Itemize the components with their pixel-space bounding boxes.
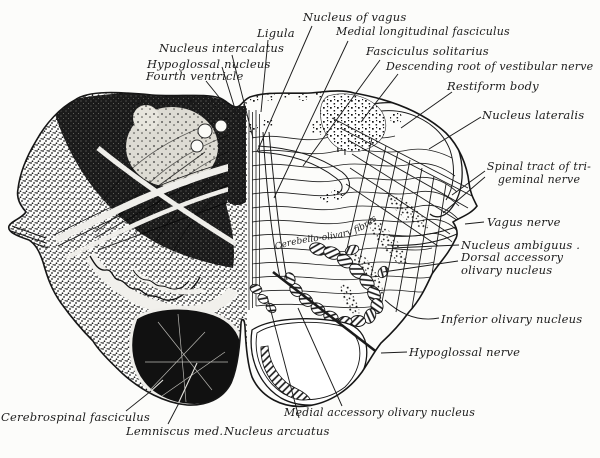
leader-descending-root bbox=[360, 73, 399, 123]
label-lemniscus-med: Lemniscus med. bbox=[126, 424, 224, 438]
leader-trigeminal-b bbox=[442, 176, 486, 214]
label-spinal-tract-trigeminal: Spinal tract of tri- geminal nerve bbox=[486, 160, 592, 186]
label-restiform-body: Restiform body bbox=[447, 79, 539, 93]
label-hypoglossal-nerve: Hypoglossal nerve bbox=[409, 345, 521, 359]
label-nucleus-intercalatus: Nucleus intercalatus bbox=[159, 41, 285, 55]
label-fourth-ventricle: Fourth ventricle bbox=[146, 69, 244, 83]
leader-hypoglossal-nucleus bbox=[221, 66, 242, 129]
leader-lateralis bbox=[428, 116, 482, 150]
stipple-tuft bbox=[390, 112, 402, 124]
label-descending-root-vestibular: Descending root of vestibular nerve bbox=[386, 60, 594, 73]
label-medial-accessory-olivary: Medial accessory olivary nucleus bbox=[284, 406, 476, 419]
cerebello-olivary-fibres-text: Cerebello-olivary fibres bbox=[274, 214, 380, 253]
vagus-rootlets bbox=[387, 225, 460, 246]
leader-mlf bbox=[273, 40, 349, 199]
leader-vagus-nerve bbox=[464, 221, 485, 225]
label-medial-longitudinal-fasciculus: Medial longitudinal fasciculus bbox=[336, 25, 510, 38]
leader-lines bbox=[125, 25, 486, 425]
arcuate-nucleus-crescent bbox=[260, 345, 311, 401]
mottle-patch bbox=[133, 105, 159, 131]
hypoglossal-rootlets bbox=[262, 131, 379, 355]
hook-fiber-band bbox=[257, 145, 350, 197]
label-fasciculus-solitarius: Fasciculus solitarius bbox=[366, 44, 489, 58]
label-nucleus-ambiguus: Nucleus ambiguus . bbox=[461, 238, 581, 252]
pyramid-left-hairlines bbox=[145, 313, 228, 403]
stipple-tuft bbox=[331, 188, 343, 200]
leader-dorsal-accessory bbox=[382, 260, 459, 273]
label-nucleus-lateralis: Nucleus lateralis bbox=[482, 108, 585, 122]
leader-arcuatus bbox=[266, 295, 300, 419]
leader-hypoglossal-nerve bbox=[380, 351, 408, 354]
leader-intercalatus bbox=[231, 54, 254, 139]
accessory-olivary-blobs bbox=[249, 244, 389, 314]
leader-lemniscus bbox=[167, 402, 180, 425]
leader-restiform bbox=[400, 91, 453, 129]
leader-solitarius bbox=[302, 59, 381, 167]
label-hypoglossal-nucleus: Hypoglossal nucleus bbox=[147, 57, 271, 71]
leader-fourth-ventricle bbox=[205, 80, 224, 103]
label-nucleus-of-vagus: Nucleus of vagus bbox=[303, 10, 407, 24]
hypoglossal-nucleus-column-left bbox=[228, 106, 246, 205]
label-vagus-nerve: Vagus nerve bbox=[487, 215, 561, 229]
left-half-stained bbox=[8, 90, 248, 407]
pyramid-right-inner-line bbox=[255, 321, 361, 400]
stipple-tuft bbox=[311, 121, 325, 135]
outer-contour bbox=[7, 90, 478, 408]
pale-cell-blobs bbox=[190, 119, 228, 153]
leader-nucleus-of-vagus bbox=[256, 25, 313, 153]
leader-ambiguus bbox=[391, 244, 460, 249]
label-dorsal-accessory-olivary: Dorsal accessory olivary nucleus bbox=[461, 250, 564, 278]
white-fiber-bands-left bbox=[53, 146, 241, 261]
label-nucleus-arcuatus: Nucleus arcuatus bbox=[224, 424, 330, 438]
label-inferior-olivary-nucleus: Inferior olivary nucleus bbox=[441, 312, 583, 326]
leader-trigeminal-a bbox=[451, 170, 486, 196]
inferior-olive-right-chain bbox=[284, 242, 384, 328]
median-raphe bbox=[248, 110, 260, 310]
label-cerebrospinal-fasciculus: Cerebrospinal fasciculus bbox=[1, 410, 150, 424]
leader-medial-accessory bbox=[297, 307, 343, 407]
leader-cerebrospinal bbox=[125, 390, 152, 412]
leader-inferior-olivary bbox=[384, 299, 440, 320]
leader-segments-over-pyramid bbox=[149, 362, 198, 405]
stipple-tuft bbox=[320, 193, 330, 203]
leader-ligula bbox=[260, 39, 269, 113]
label-ligula: Ligula bbox=[257, 26, 295, 40]
